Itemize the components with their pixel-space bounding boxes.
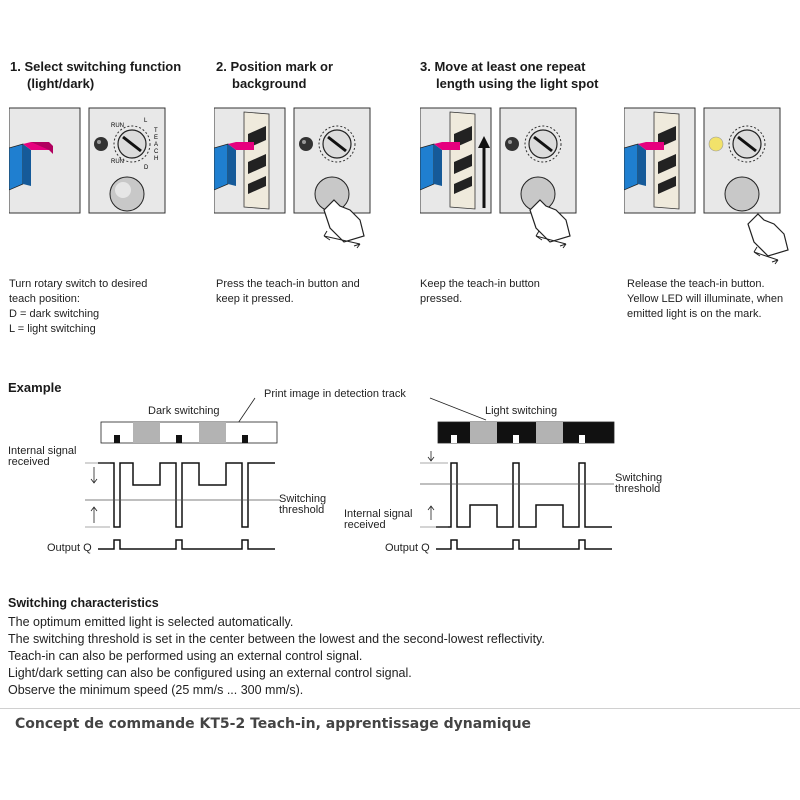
dark-print-strip [100, 421, 278, 444]
characteristics-line: The optimum emitted light is selected au… [8, 615, 294, 629]
svg-text:C: C [154, 149, 159, 155]
yellow-led-icon [708, 136, 724, 152]
step-1-illustration: RUN RUN L D TE AC H [9, 107, 166, 214]
run-label-bottom: RUN [111, 159, 124, 165]
characteristics-list: The optimum emitted light is selected au… [8, 614, 545, 699]
dark-switching-label: Dark switching [148, 405, 220, 417]
step-3-illustration [420, 107, 577, 249]
output-q-right-label: Output Q [385, 542, 430, 554]
dark-internal-signal [98, 462, 275, 528]
characteristics-line: Teach-in can also be performed using an … [8, 649, 363, 663]
svg-text:A: A [154, 142, 158, 148]
finger-icon [323, 199, 365, 243]
teach-label: TE AC H [154, 128, 159, 162]
characteristics-line: The switching threshold is set in the ce… [8, 632, 545, 646]
timing-diagram [85, 397, 615, 550]
light-switching-label: Light switching [485, 405, 558, 417]
footer-caption: Concept de commande KT5-2 Teach-in, appr… [15, 716, 532, 732]
print-image-label: Print image in detection track [264, 388, 406, 400]
finger-icon [747, 213, 789, 257]
svg-text:E: E [154, 135, 158, 141]
step-4-illustration [624, 107, 789, 265]
footer-divider [0, 708, 800, 709]
example-heading: Example [8, 380, 62, 395]
up-arrow-icon [478, 136, 490, 148]
step-2-illustration [214, 107, 371, 249]
run-label-top: RUN [111, 123, 124, 129]
svg-text:T: T [154, 128, 158, 134]
finger-icon [529, 199, 571, 243]
characteristics-line: Observe the minimum speed (25 mm/s ... 3… [8, 683, 304, 697]
d-label: D [144, 165, 149, 171]
svg-text:H: H [154, 156, 158, 162]
light-internal-signal [436, 462, 612, 528]
characteristics-line: Light/dark setting can also be configure… [8, 666, 412, 680]
step-4-description: Release the teach-in button.Yellow LED w… [627, 278, 784, 320]
characteristics-heading: Switching characteristics [8, 596, 159, 610]
step-1-title: 1. Select switching function(light/dark) [10, 59, 182, 91]
l-label: L [144, 118, 148, 124]
dark-output-signal [98, 539, 275, 550]
output-q-left-label: Output Q [47, 542, 92, 554]
light-print-strip [437, 421, 615, 444]
light-output-signal [436, 539, 612, 550]
